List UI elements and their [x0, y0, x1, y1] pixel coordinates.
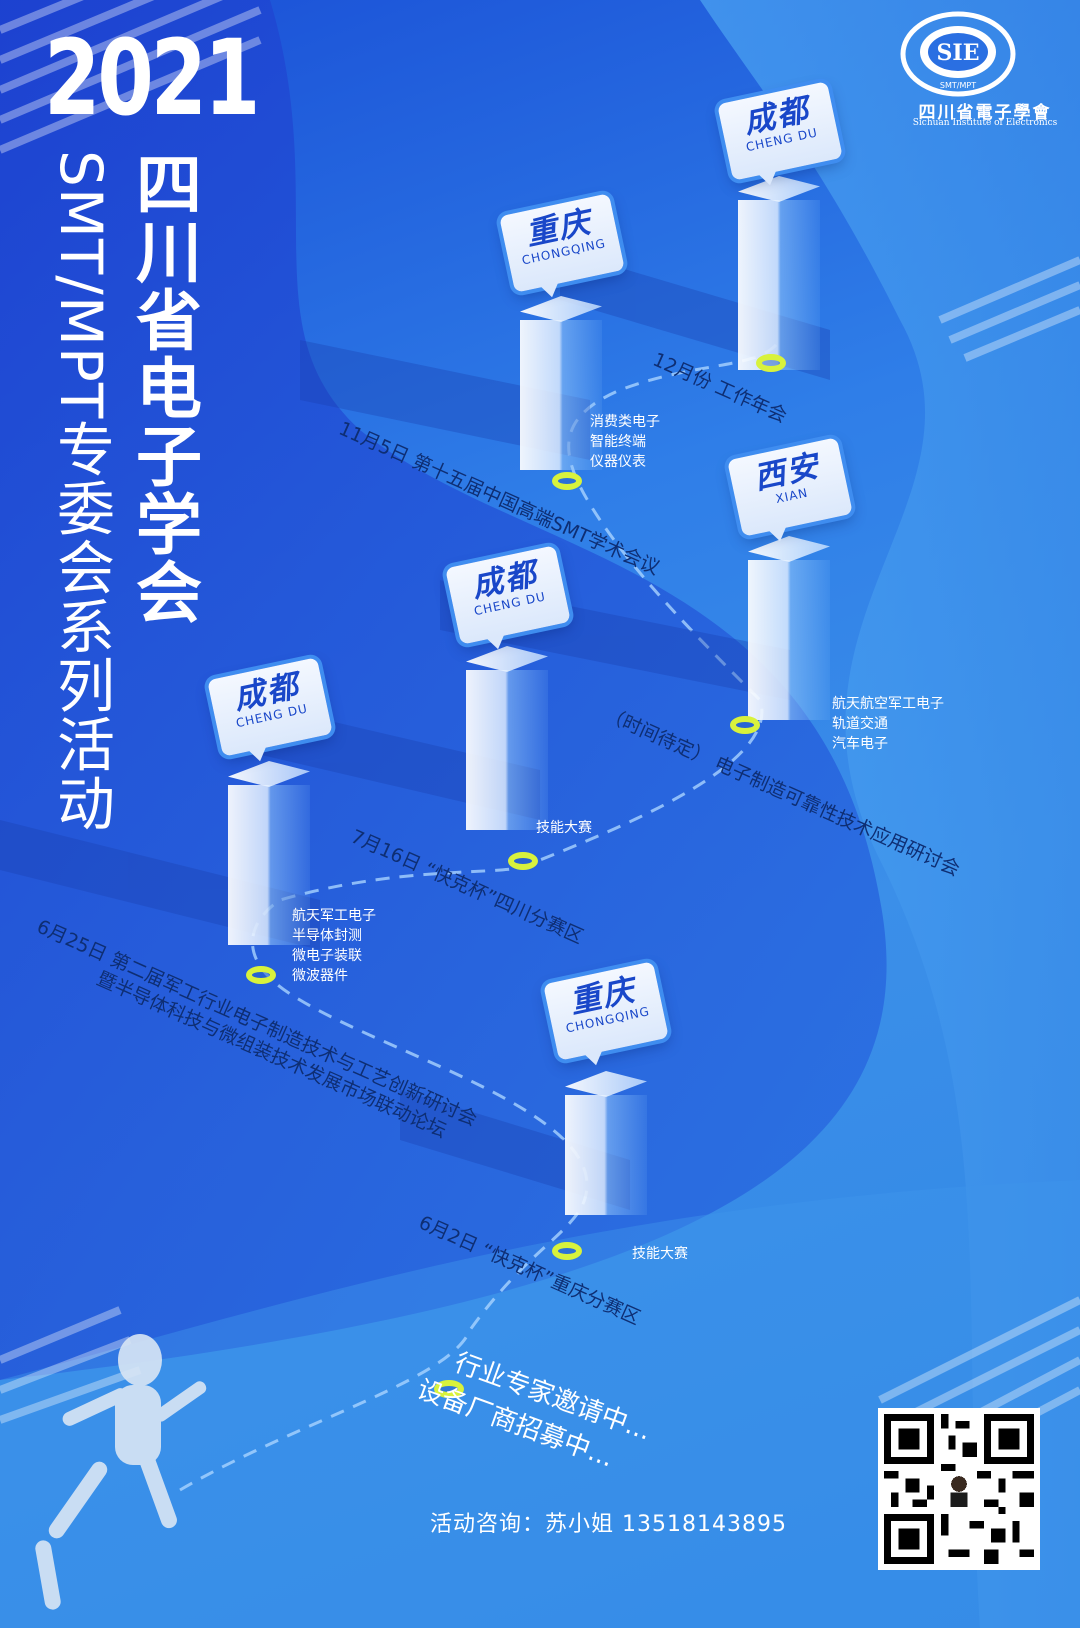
- note-line: 半导体封测: [292, 928, 362, 944]
- timeline-marker: [246, 966, 276, 984]
- pillar-chengdu-mid: [466, 670, 548, 830]
- logo-english-name: Sichuan Institute of Electronics: [912, 118, 1058, 128]
- pillar-chongqing-top: [520, 320, 602, 470]
- contact-info: 活动咨询：苏小姐 13518143895: [430, 1512, 787, 1537]
- pillar-chengdu-top: [738, 200, 820, 370]
- pillar-chongqing-bottom: [565, 1095, 647, 1215]
- year-title: 2021: [44, 17, 260, 139]
- note-line: 技能大赛: [536, 820, 592, 836]
- logo-ring-text: SMT/MPT: [940, 81, 976, 90]
- note-reliability-topics: 航天航空军工电子 轨道交通 汽车电子: [832, 694, 944, 754]
- note-sichuan-contest: 技能大赛: [536, 818, 592, 838]
- note-line: 汽车电子: [832, 736, 888, 752]
- robot-figure: [35, 1334, 207, 1610]
- note-line: 轨道交通: [832, 716, 888, 732]
- timeline-marker: [552, 1242, 582, 1260]
- note-line: 消费类电子: [590, 414, 660, 430]
- timeline-marker: [730, 716, 760, 734]
- timeline-marker: [552, 472, 582, 490]
- timeline-marker: [756, 354, 786, 372]
- note-line: 航天军工电子: [292, 908, 376, 924]
- note-line: 微电子装联: [292, 948, 362, 964]
- org-title: 四川省电子学会: [125, 150, 202, 626]
- series-subtitle: SMT/MPT专委会系列活动: [47, 150, 115, 833]
- note-smt-topics: 消费类电子 智能终端 仪器仪表: [590, 412, 660, 472]
- pillar-xian: [748, 560, 830, 720]
- logo-name: 四川省電子學會: [918, 103, 1052, 123]
- timeline-marker: [508, 852, 538, 870]
- logo-mark: SIE: [937, 40, 980, 66]
- note-line: 智能终端: [590, 434, 646, 450]
- note-chongqing-contest: 技能大赛: [632, 1244, 688, 1264]
- note-line: 技能大赛: [632, 1246, 688, 1262]
- sie-logo-icon: SIE SMT/MPT: [900, 11, 1016, 97]
- pillar-chengdu-left: [228, 785, 310, 945]
- note-military-topics: 航天军工电子 半导体封测 微电子装联 微波器件: [292, 906, 376, 986]
- note-line: 微波器件: [292, 968, 348, 984]
- qr-code-icon[interactable]: [878, 1408, 1040, 1570]
- timeline-marker: [434, 1380, 464, 1398]
- note-line: 航天航空军工电子: [832, 696, 944, 712]
- note-line: 仪器仪表: [590, 454, 646, 470]
